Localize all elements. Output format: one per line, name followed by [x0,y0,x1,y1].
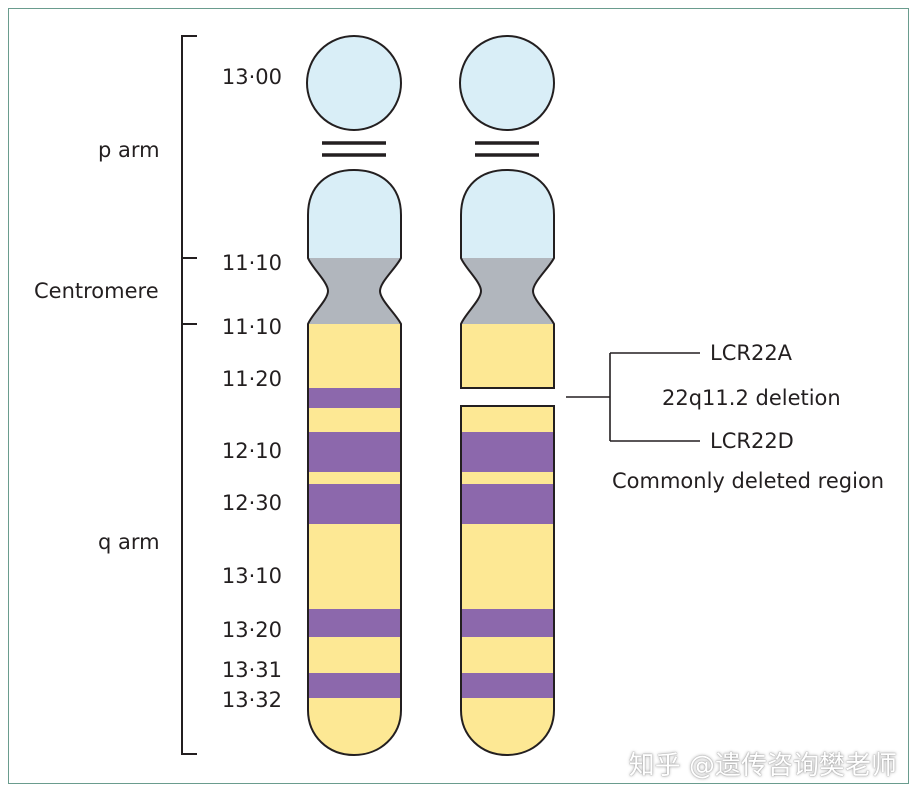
band-q12-3 [308,484,401,524]
q-arm-region [461,324,554,388]
p-arm-label: p arm [98,138,160,162]
lcr22d-label: LCR22D [710,429,794,453]
centromere-region [461,258,554,324]
band-q12-1 [461,432,554,472]
figure-frame [8,8,909,784]
normal-chromosome [306,35,402,757]
chromosome-outline [307,168,402,757]
band-label: 13·32 [221,688,282,712]
p-arm-satellite [459,35,555,131]
p-arm-region [461,170,554,258]
band-label: 13·20 [221,618,282,642]
chromosome-outline-lower [460,405,555,757]
deleted-region-label: Commonly deleted region [612,469,885,493]
chromosome-outline-upper [460,168,555,389]
band-q13-2 [461,609,554,637]
deleted-chromosome [459,35,555,757]
band-label: 11·10 [221,315,282,339]
deletion-bracket [566,352,700,442]
band-label: 11·10 [221,251,282,275]
band-q13-32 [461,673,554,698]
band-label: 13·10 [221,564,282,588]
band-label: 11·20 [221,367,282,391]
watermark: 知乎 @遗传咨询樊老师 [628,751,897,781]
deletion-title: 22q11.2 deletion [662,386,841,410]
p-arm-region [308,170,401,258]
p-arm-satellite [306,35,402,131]
band-q11-2 [308,388,401,408]
centromere-label: Centromere [34,279,159,303]
q-arm-label: q arm [98,530,160,554]
band-q13-2 [308,609,401,637]
band-label: 13·31 [221,658,282,682]
band-q13-32 [308,673,401,698]
band-q12-1 [308,432,401,472]
band-label: 12·30 [221,491,282,515]
band-label: 13·00 [221,65,282,89]
band-q12-3 [461,484,554,524]
band-label: 12·10 [221,439,282,463]
arm-bracket [181,35,197,755]
lcr22a-label: LCR22A [710,341,793,365]
